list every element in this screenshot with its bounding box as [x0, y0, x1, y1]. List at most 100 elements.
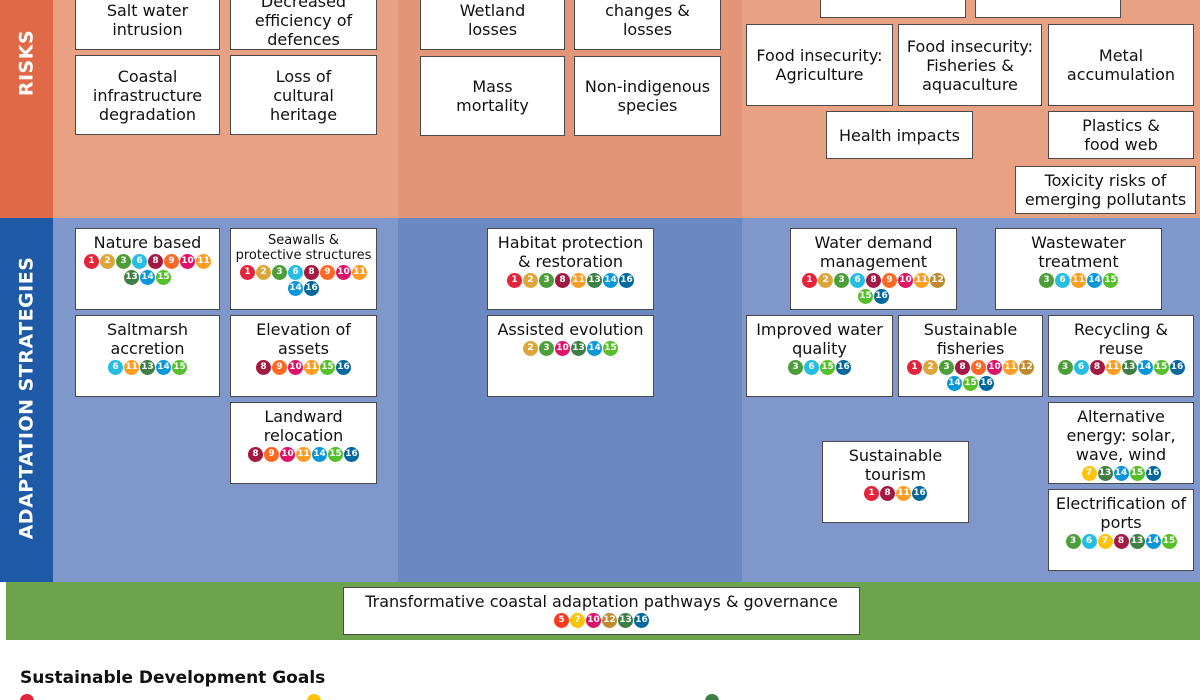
sdg-14-badge: 14: [1113, 466, 1129, 481]
sdg-3-badge: 3: [1057, 360, 1073, 375]
sdg-7-badge: 7: [1081, 466, 1097, 481]
risk-box: Metal accumulation: [1048, 24, 1194, 106]
sdg-11-badge: 11: [1071, 273, 1086, 288]
risk-label: Food insecurity: Fisheries & aquaculture: [906, 36, 1034, 94]
sdg-8-badge: 8: [248, 447, 263, 462]
sdg-2-badge: 2: [100, 254, 115, 269]
risk-label: Loss of cultural heritage: [269, 66, 338, 124]
sdg-10-badge: 10: [280, 447, 295, 462]
sdg-13-badge: 13: [571, 341, 586, 356]
sdg-8-badge: 8: [148, 254, 163, 269]
sdg-3-badge: 3: [116, 254, 131, 269]
sdg-2-badge: 2: [923, 360, 938, 375]
strategy-label: Wastewater treatment: [1031, 233, 1126, 271]
sdg-16-badge: 16: [912, 486, 927, 501]
risk-label: Plastics & food web: [1082, 116, 1160, 154]
sdg-15-badge: 15: [963, 376, 978, 391]
sdg-8-badge: 8: [880, 486, 895, 501]
risk-box: Toxicity risks of emerging pollutants: [1015, 166, 1196, 214]
sdg-11-badge: 11: [296, 447, 311, 462]
sdg-15-badge: 15: [820, 360, 835, 375]
sdg-11-badge: 11: [352, 265, 367, 280]
sdg-1-badge: 1: [240, 265, 255, 280]
sdg-6-badge: 6: [288, 265, 303, 280]
sdg-9-badge: 9: [971, 360, 986, 375]
sdg-16-badge: 16: [1145, 466, 1161, 481]
sdg-15-badge: 15: [1129, 466, 1145, 481]
sdg-11-badge: 11: [914, 273, 929, 288]
sdg-15-badge: 15: [603, 341, 618, 356]
strategy-label: Sustainable fisheries: [923, 320, 1018, 358]
sdg-9-badge: 9: [164, 254, 179, 269]
sdg-15-badge: 15: [1161, 534, 1177, 549]
sdg-8-badge: 8: [1113, 534, 1129, 549]
sdg-8-badge: 8: [955, 360, 970, 375]
sdg-11-badge: 11: [196, 254, 211, 269]
sdg-7-badge: 7: [570, 613, 585, 628]
strategy-label: Improved water quality: [756, 320, 883, 358]
risks-section-label: RISKS: [15, 29, 38, 97]
sdg-15-badge: 15: [156, 270, 171, 285]
risk-label: Decreased efficiency of defences: [254, 0, 353, 49]
risk-label: Health impacts: [838, 125, 961, 145]
sdg-12-badge: 12: [1019, 360, 1034, 375]
sdg-14-badge: 14: [140, 270, 155, 285]
sdg-3-badge: 3: [1039, 273, 1054, 288]
sdg-8-badge: 8: [866, 273, 881, 288]
sdg-16-badge: 16: [1169, 360, 1185, 375]
sdg-14-badge: 14: [1087, 273, 1102, 288]
sdg-8-badge: 8: [555, 273, 570, 288]
risk-box: Plastics & food web: [1048, 111, 1194, 159]
sdg-legend-dot: [705, 694, 719, 700]
risk-box: Loss of cultural heritage: [230, 55, 377, 135]
sdg-14-badge: 14: [603, 273, 618, 288]
risk-box: Decreased efficiency of defences: [230, 0, 377, 50]
sdg-6-badge: 6: [132, 254, 147, 269]
adaptation-label-bar: [0, 218, 53, 582]
risk-box: [975, 0, 1121, 18]
strategy-label: Habitat protection & restoration: [497, 233, 644, 271]
sdg-3-badge: 3: [834, 273, 849, 288]
sdg-legend-heading: Sustainable Development Goals: [20, 668, 326, 688]
risk-box: Coastal infrastructure degradation: [75, 55, 220, 135]
sdg-9-badge: 9: [320, 265, 335, 280]
governance-box: Transformative coastal adaptation pathwa…: [343, 587, 860, 635]
sdg-13-badge: 13: [140, 360, 155, 375]
sdg-14-badge: 14: [1145, 534, 1161, 549]
sdg-10-badge: 10: [288, 360, 303, 375]
sdg-16-badge: 16: [336, 360, 351, 375]
sdg-1-badge: 1: [907, 360, 922, 375]
sdg-7-badge: 7: [1097, 534, 1113, 549]
sdg-13-badge: 13: [618, 613, 633, 628]
strategy-label: Alternative energy: solar, wave, wind: [1066, 407, 1176, 464]
sdg-16-badge: 16: [634, 613, 649, 628]
sdg-16-badge: 16: [836, 360, 851, 375]
sdg-12-badge: 12: [930, 273, 945, 288]
sdg-10-badge: 10: [555, 341, 570, 356]
sdg-12-badge: 12: [602, 613, 617, 628]
sdg-16-badge: 16: [979, 376, 994, 391]
sdg-15-badge: 15: [328, 447, 343, 462]
sdg-11-badge: 11: [124, 360, 139, 375]
sdg-5-badge: 5: [554, 613, 569, 628]
risk-label: Toxicity risks of emerging pollutants: [1024, 171, 1187, 209]
sdg-3-badge: 3: [939, 360, 954, 375]
sdg-13-badge: 13: [1121, 360, 1137, 375]
